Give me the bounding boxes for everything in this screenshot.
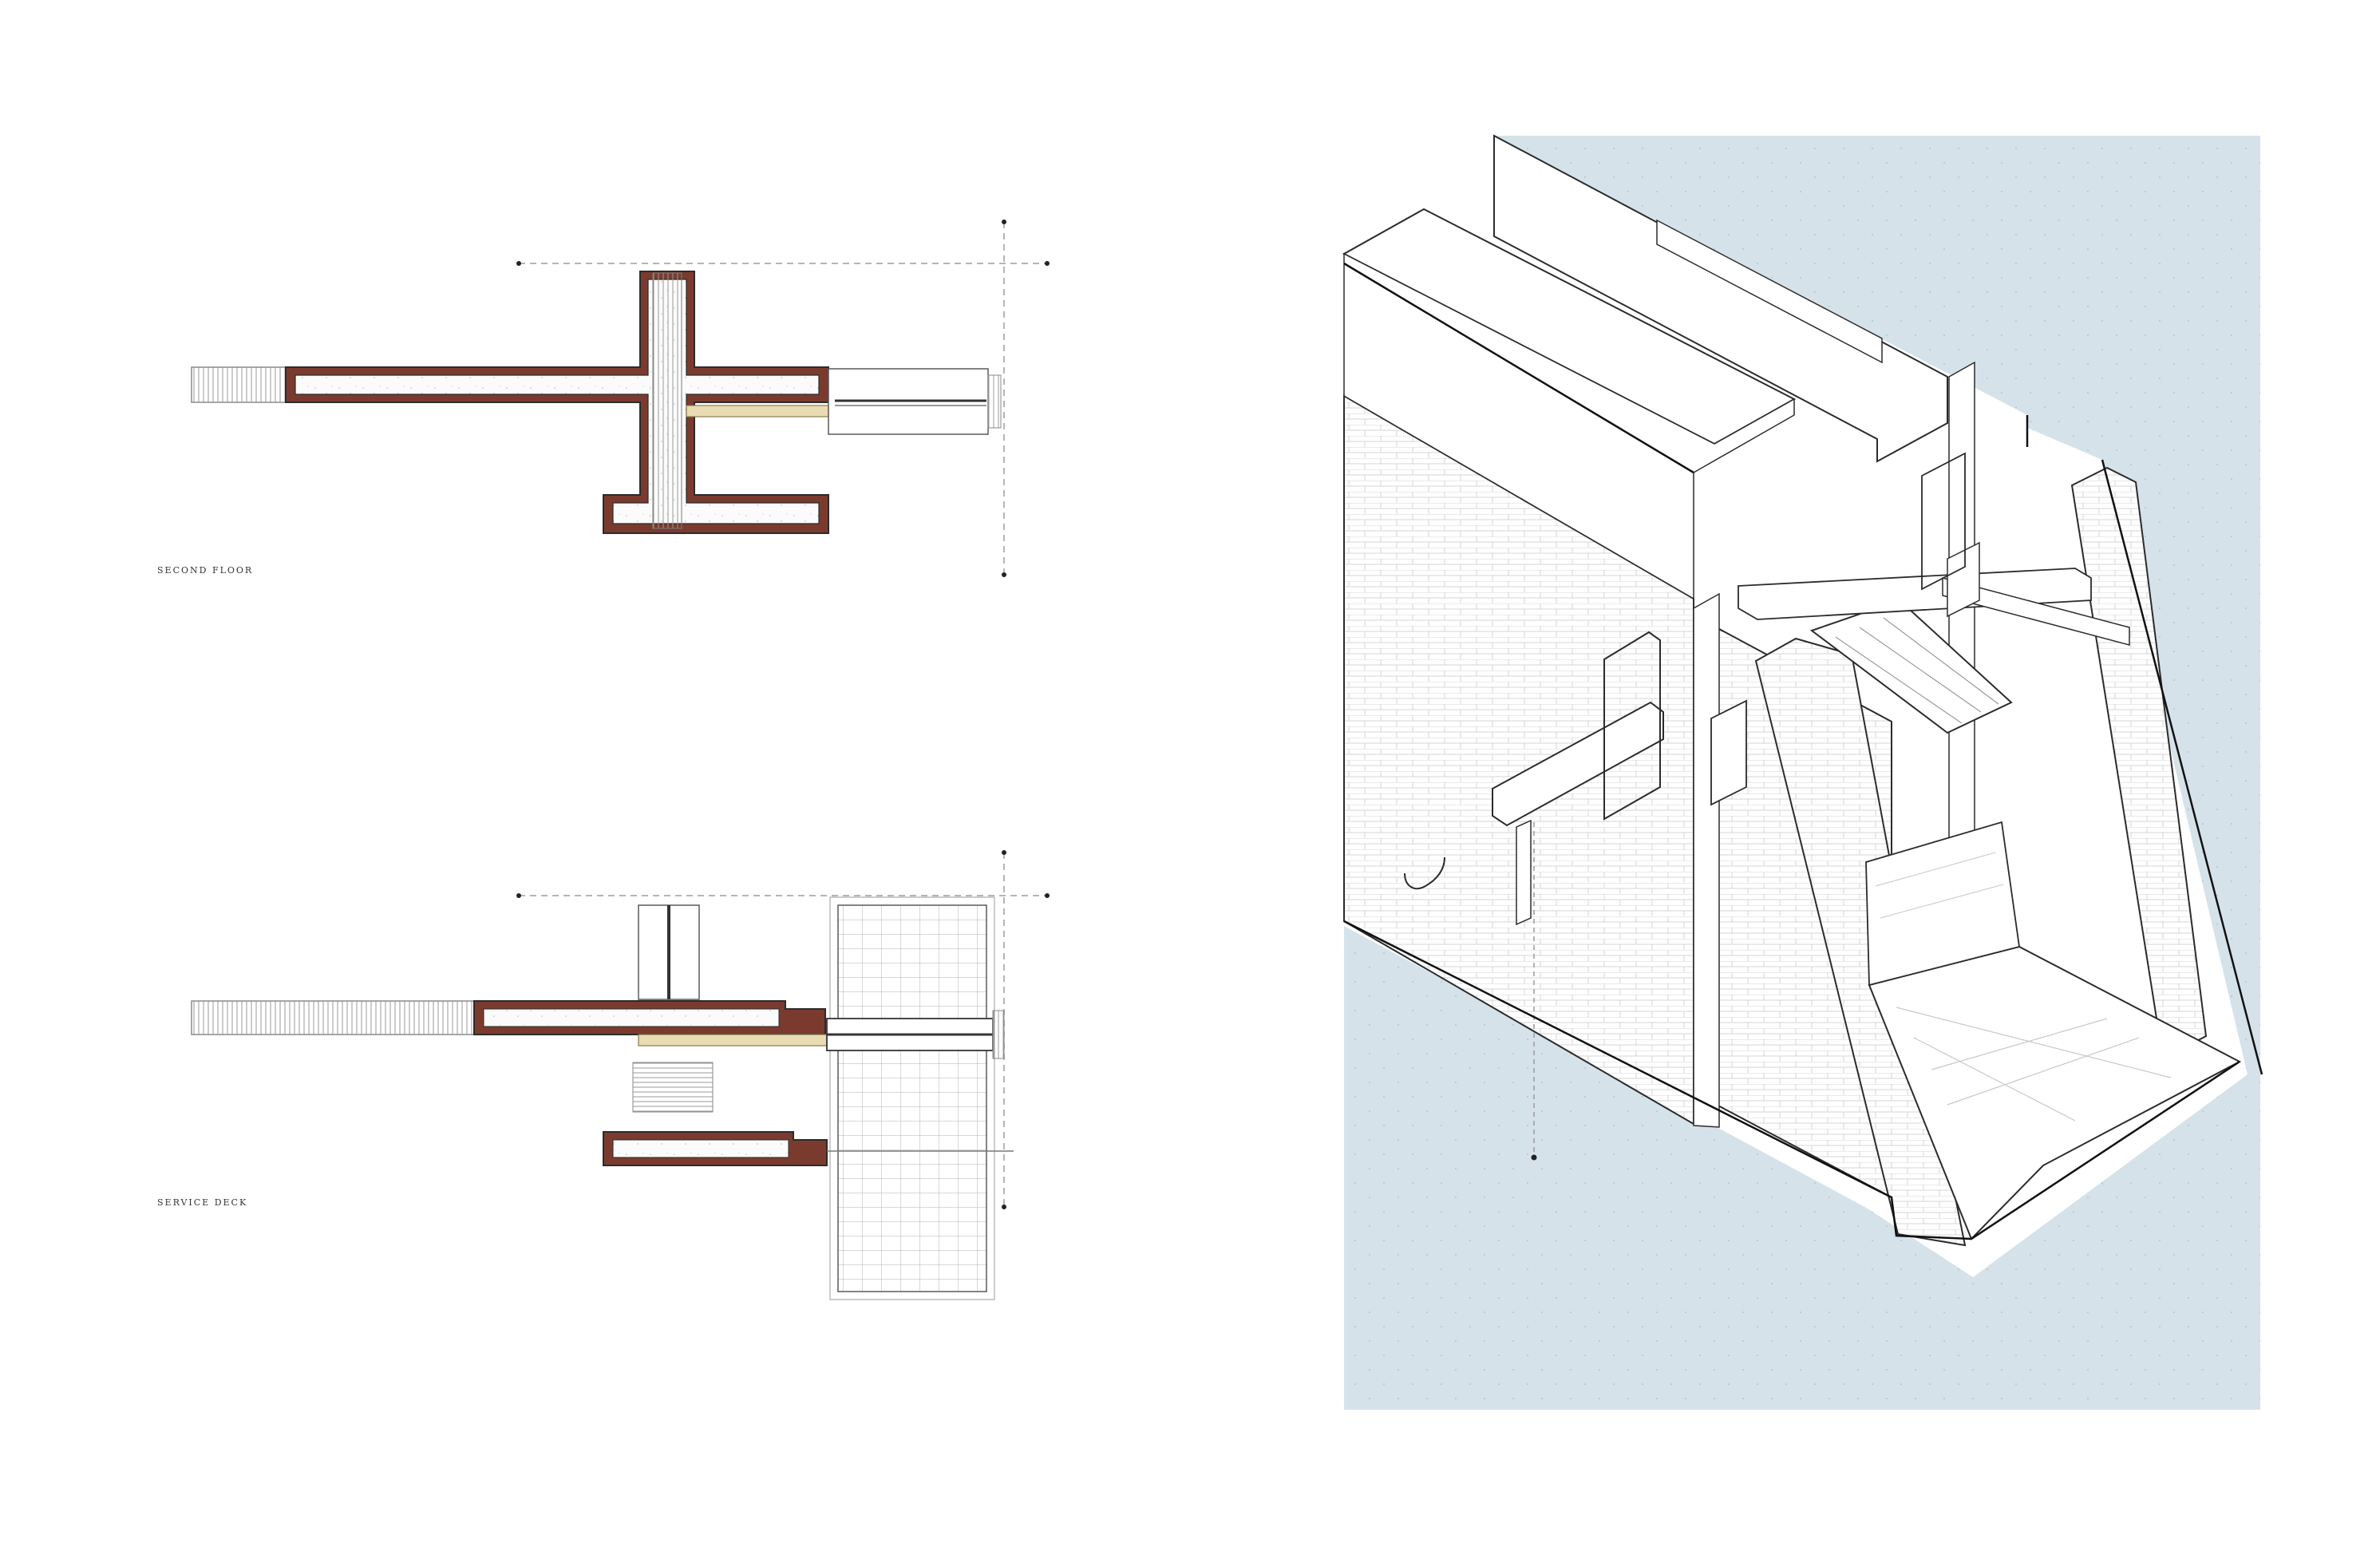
stair [191,1000,475,1035]
roof-edge [1343,252,1795,600]
dimension-tick [1002,572,1006,577]
dimension-tick [1002,220,1006,224]
central-shaft [652,272,682,529]
dimension-tick [1002,1205,1006,1209]
stair [632,1062,714,1113]
wall-core [483,1008,780,1027]
beam-upper [1738,568,2092,620]
service-deck-grating [837,904,987,1292]
dimension-tick [516,893,521,898]
axonometric-view [1342,134,2263,1410]
steel-column [1710,699,1747,806]
second-floor-plan [191,220,1050,577]
wing-wall-right [2070,466,2208,1060]
downpipe [1516,819,1532,926]
edge-line [2026,415,2263,1075]
dimension-tick [1002,850,1006,855]
edge-line [1343,920,2240,1240]
stair [191,366,287,403]
canopy-slats [1835,617,1999,724]
parapet-cap [1656,219,1883,364]
timber-floor [686,405,829,417]
wall-core [612,1139,789,1158]
dimension-tick [516,261,521,266]
edge-line [1343,262,1694,474]
beam-bracket [1603,631,1661,821]
ramp-lines [1896,1007,2172,1122]
parapet [1493,134,1948,463]
post [992,1010,1005,1059]
interior-wall [1865,821,2021,987]
dimension-tick [1045,893,1050,898]
projecting-beam [1492,701,1664,827]
service-deck-plan [191,850,1050,1300]
second-floor-label: SECOND FLOOR [157,565,254,576]
timber-floor [638,1034,828,1046]
deck-outline [829,896,995,1300]
background-dots [1344,136,2260,1410]
dimension-tick [1045,261,1050,266]
mullion [987,374,1002,429]
brick-wall [285,271,829,534]
beam-side [1942,577,2130,646]
interior-lines [1875,852,2004,919]
opening-frame [1921,452,1966,591]
gutter-outlet [1404,857,1445,890]
service-deck-label: SERVICE DECK [157,1197,248,1208]
projection-point [1531,1154,1537,1161]
steel-post [1947,541,1980,618]
pier [1693,592,1720,1128]
